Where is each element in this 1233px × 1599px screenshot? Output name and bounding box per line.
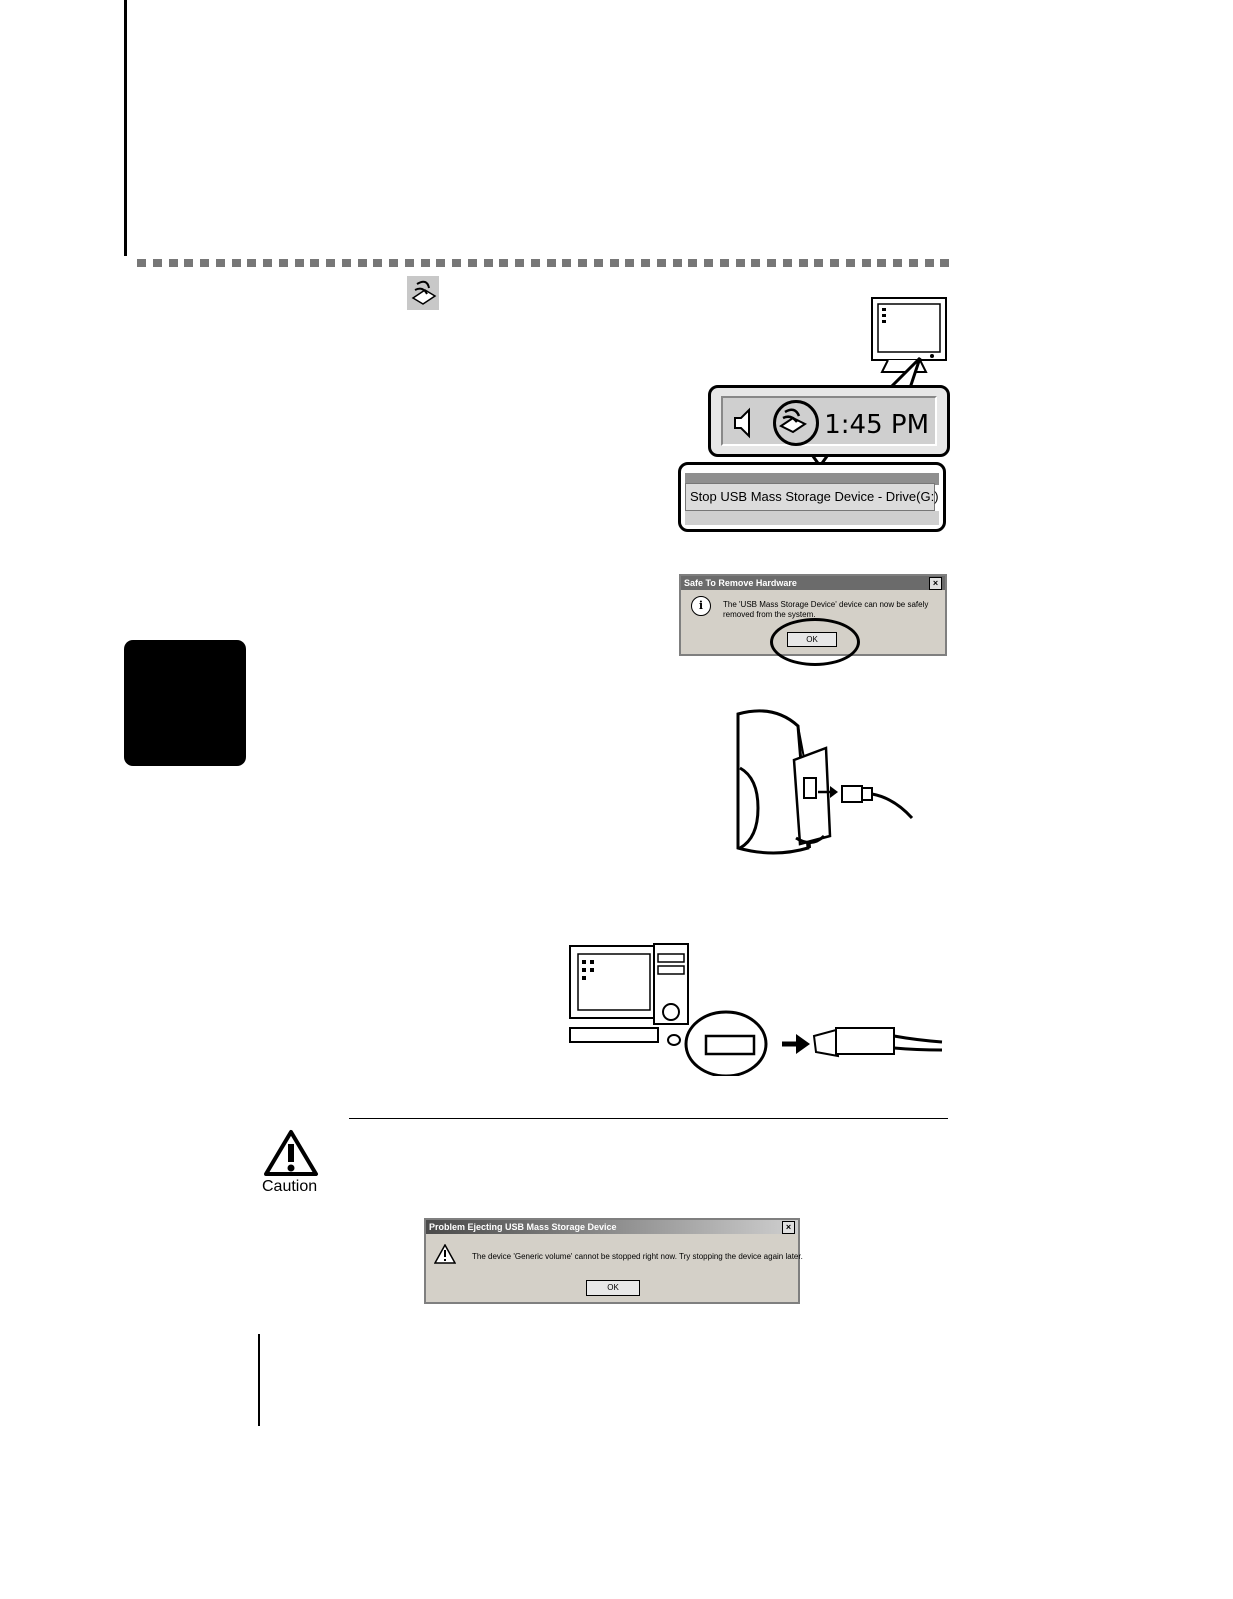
ok-highlight-circle bbox=[770, 618, 860, 666]
system-tray: 1:45 PM bbox=[721, 396, 937, 446]
stop-usb-device-menu-item[interactable]: Stop USB Mass Storage Device - Drive(G:) bbox=[685, 483, 939, 511]
close-icon[interactable]: × bbox=[929, 577, 942, 590]
camera-usb-illustration bbox=[736, 709, 914, 855]
speaker-icon[interactable] bbox=[731, 406, 761, 440]
chapter-tab bbox=[124, 640, 246, 766]
dashed-header-rule bbox=[137, 259, 957, 267]
top-margin-rule bbox=[124, 0, 127, 256]
caution-icon bbox=[264, 1130, 318, 1176]
dialog-message: The device 'Generic volume' cannot be st… bbox=[472, 1252, 803, 1261]
taskbar-clock: 1:45 PM bbox=[824, 410, 929, 440]
dialog-title-text: Problem Ejecting USB Mass Storage Device bbox=[429, 1222, 617, 1232]
highlight-circle bbox=[773, 400, 819, 446]
note-divider bbox=[349, 1118, 948, 1119]
dialog-title-text: Safe To Remove Hardware bbox=[684, 578, 797, 588]
taskbar-strip bbox=[685, 511, 939, 525]
warning-icon bbox=[434, 1244, 456, 1264]
unplug-hardware-icon bbox=[407, 276, 439, 310]
dialog-title: Problem Ejecting USB Mass Storage Device… bbox=[426, 1220, 798, 1234]
dialog-title: Safe To Remove Hardware × bbox=[681, 576, 945, 590]
dialog-message: The 'USB Mass Storage Device' device can… bbox=[723, 600, 929, 619]
pc-usb-port-illustration bbox=[569, 943, 943, 1076]
caution-label: Caution bbox=[262, 1178, 318, 1195]
ok-button[interactable]: OK bbox=[586, 1280, 640, 1296]
close-icon[interactable]: × bbox=[782, 1221, 795, 1234]
taskbar-callout: 1:45 PM bbox=[708, 385, 950, 457]
problem-ejecting-dialog: Problem Ejecting USB Mass Storage Device… bbox=[424, 1218, 803, 1304]
context-menu-callout: Stop USB Mass Storage Device - Drive(G:) bbox=[678, 462, 946, 532]
info-icon: i bbox=[691, 596, 711, 616]
menu-bar bbox=[685, 473, 939, 485]
page-margin-rule bbox=[258, 1334, 260, 1426]
